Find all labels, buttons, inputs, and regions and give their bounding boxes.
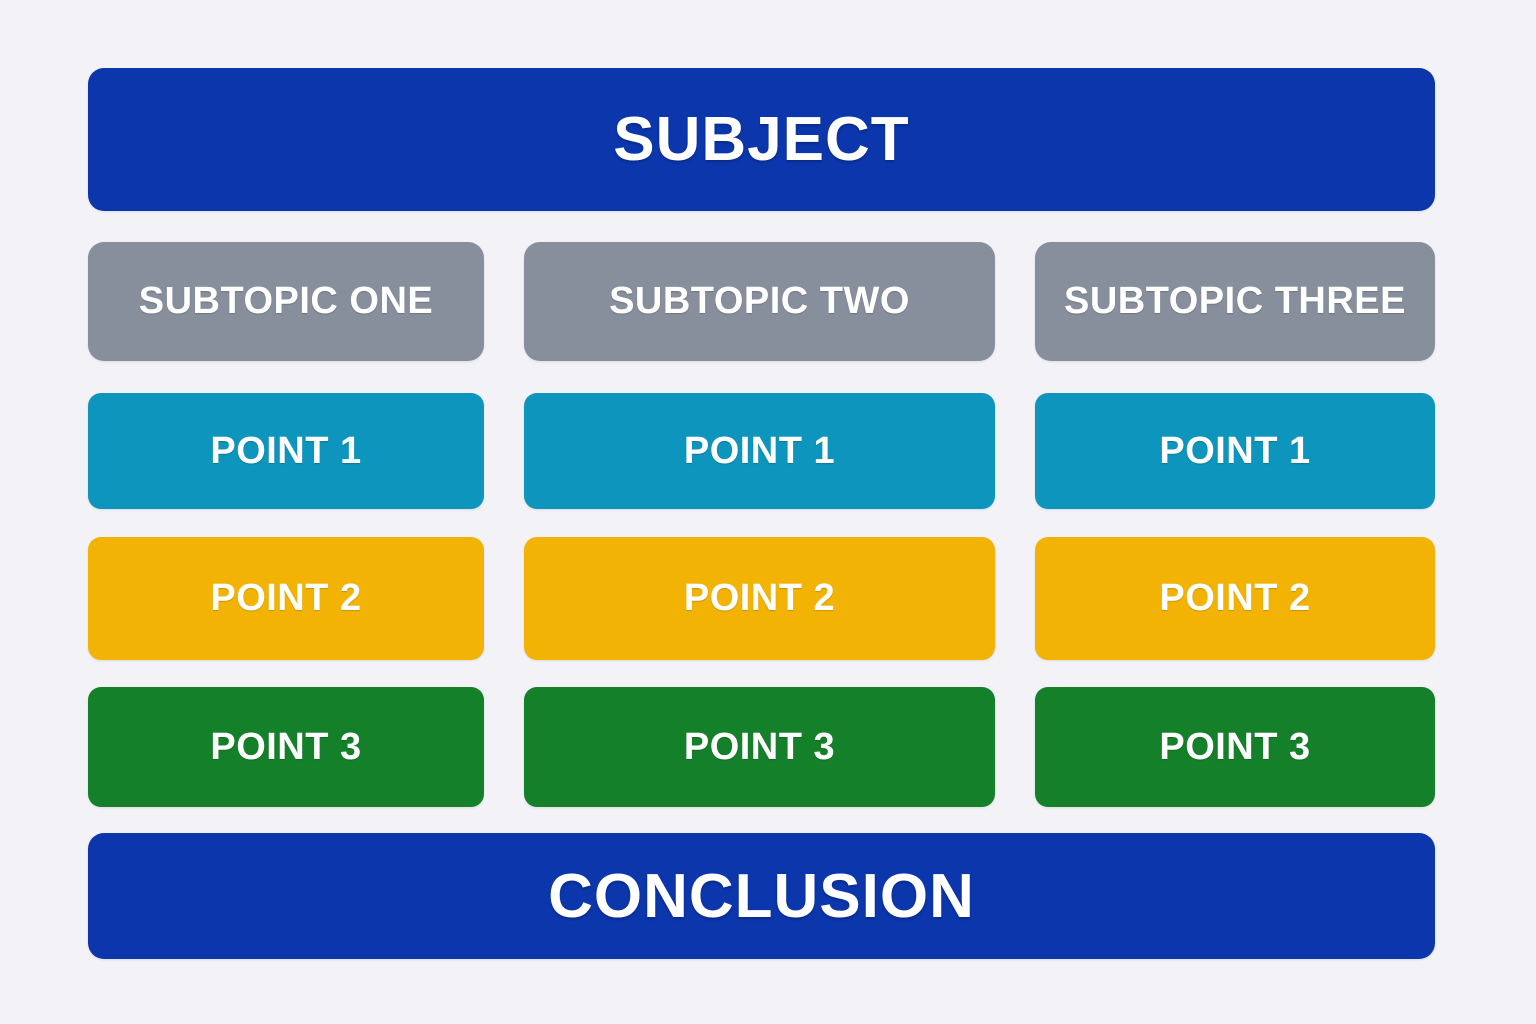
point-card-col1-point1[interactable]: POINT 1 <box>88 393 484 509</box>
subtopic-card-three[interactable]: SUBTOPIC THREE <box>1035 242 1435 361</box>
conclusion-banner[interactable]: CONCLUSION <box>88 833 1435 959</box>
conclusion-label: CONCLUSION <box>548 861 975 931</box>
subtopic-card-two[interactable]: SUBTOPIC TWO <box>524 242 995 361</box>
point-card-col2-point2[interactable]: POINT 2 <box>524 537 995 660</box>
subject-banner[interactable]: SUBJECT <box>88 68 1435 211</box>
subtopic-card-one[interactable]: SUBTOPIC ONE <box>88 242 484 361</box>
point-label-col1-point3: POINT 3 <box>210 725 362 768</box>
point-label-col2-point1: POINT 1 <box>683 429 836 472</box>
subject-label: SUBJECT <box>613 105 910 174</box>
point-card-col1-point2[interactable]: POINT 2 <box>88 537 484 660</box>
point-label-col1-point2: POINT 2 <box>210 577 362 619</box>
point-card-col2-point1[interactable]: POINT 1 <box>524 393 995 509</box>
point-card-col3-point2[interactable]: POINT 2 <box>1035 537 1435 660</box>
point-card-col2-point3[interactable]: POINT 3 <box>524 687 995 807</box>
subtopic-label-three: SUBTOPIC THREE <box>1063 280 1406 322</box>
point-label-col3-point3: POINT 3 <box>1159 725 1311 768</box>
point-card-col1-point3[interactable]: POINT 3 <box>88 687 484 807</box>
point-card-col3-point1[interactable]: POINT 1 <box>1035 393 1435 509</box>
point-label-col2-point3: POINT 3 <box>683 725 836 768</box>
point-label-col2-point2: POINT 2 <box>683 577 836 619</box>
point-label-col3-point1: POINT 1 <box>1159 429 1311 472</box>
point-label-col1-point1: POINT 1 <box>210 429 362 472</box>
subtopic-label-two: SUBTOPIC TWO <box>609 280 910 322</box>
point-card-col3-point3[interactable]: POINT 3 <box>1035 687 1435 807</box>
point-label-col3-point2: POINT 2 <box>1159 577 1311 619</box>
subtopic-label-one: SUBTOPIC ONE <box>138 280 434 322</box>
